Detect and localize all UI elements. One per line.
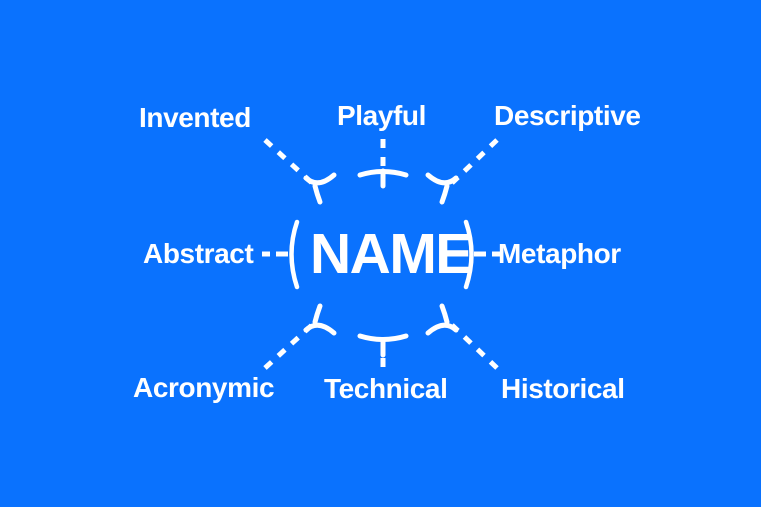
connector-historical (425, 303, 499, 370)
node-label-metaphor[interactable]: Metaphor (498, 238, 621, 269)
connector-descriptive-fork-stem (439, 183, 450, 205)
connector-technical (357, 333, 409, 372)
node-label-playful[interactable]: Playful (337, 100, 427, 131)
node-label-invented[interactable]: Invented (139, 102, 251, 133)
center-node-label-name[interactable]: NAME (310, 222, 473, 286)
connector-historical-fork-stem (439, 303, 450, 325)
connector-abstract (262, 219, 300, 290)
connector-metaphor-brace (463, 219, 474, 290)
node-label-descriptive[interactable]: Descriptive (494, 100, 641, 131)
node-label-technical[interactable]: Technical (324, 373, 448, 404)
node-label-acronymic[interactable]: Acronymic (133, 372, 275, 403)
connector-descriptive-fork-bar (425, 172, 459, 186)
connector-acronymic-fork-stem (312, 303, 323, 325)
connector-metaphor (463, 219, 500, 290)
connector-abstract-brace (289, 219, 300, 290)
connector-invented-fork-bar (303, 172, 337, 186)
node-label-abstract[interactable]: Abstract (143, 238, 254, 269)
connector-historical-fork-bar (425, 322, 459, 336)
connector-acronymic (263, 303, 337, 370)
node-label-historical[interactable]: Historical (501, 373, 625, 404)
connector-descriptive (425, 138, 499, 205)
connector-invented-fork-stem (312, 183, 323, 205)
connector-acronymic-fork-bar (303, 322, 337, 336)
connector-descriptive-dashed-line (450, 138, 499, 185)
connector-historical-dashed-line (450, 323, 499, 370)
connector-playful (357, 139, 409, 189)
connector-invented (263, 138, 337, 205)
